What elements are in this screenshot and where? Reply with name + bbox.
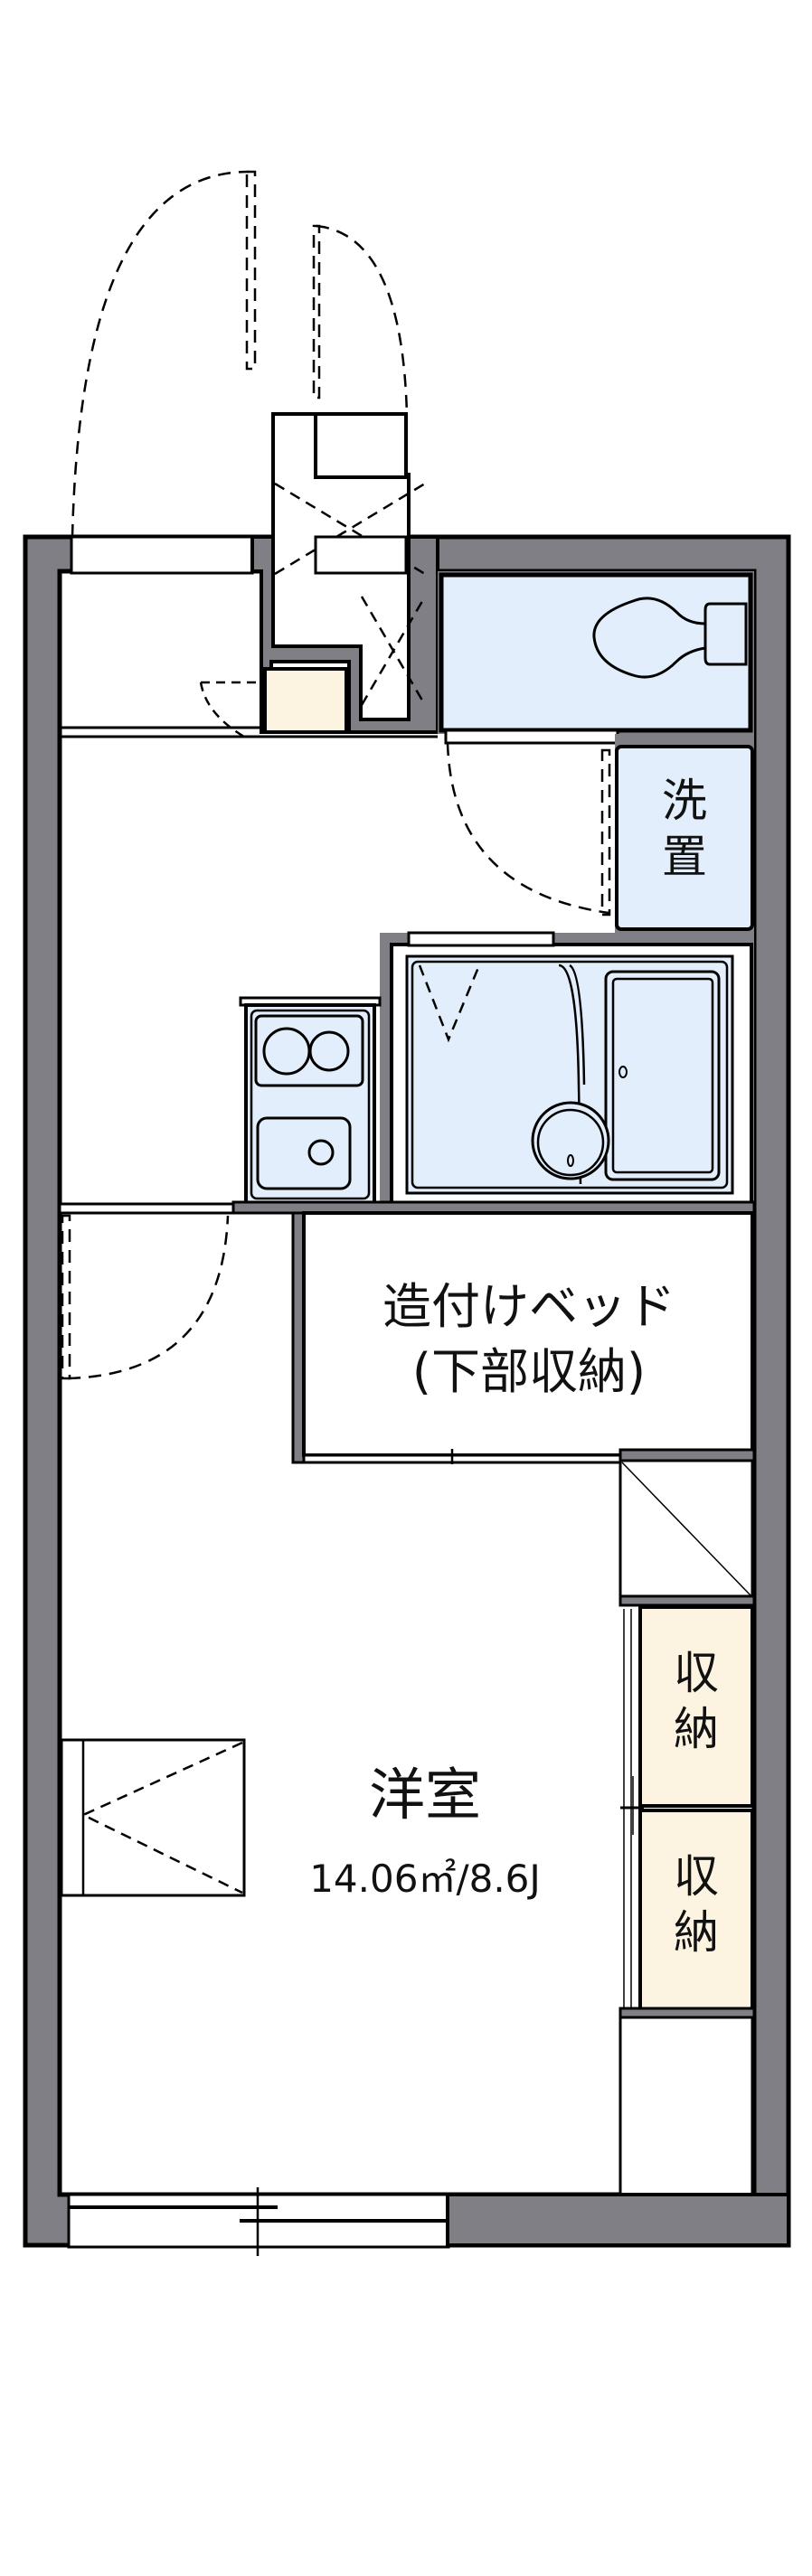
shoe-cabinet [199, 667, 348, 738]
main-room-name: 洋室 [368, 1762, 481, 1828]
closet [618, 1448, 756, 1607]
stove-icon [254, 1014, 364, 1087]
laundry-label-char2: 置 [662, 831, 707, 883]
laundry-label-char1: 洗 [662, 775, 707, 827]
unit-bath [380, 931, 754, 1209]
wash-basin-icon [531, 1101, 610, 1180]
toilet-icon [592, 597, 748, 679]
entry-partitions [250, 224, 439, 734]
laundry-label: 洗 置 [657, 773, 712, 885]
toilet-room [438, 571, 754, 734]
built-in-bed [291, 1211, 754, 1464]
storage-lower-label-char2: 納 [674, 1906, 719, 1959]
storage-lower-label-char1: 収 [674, 1850, 719, 1903]
bathtub-icon [604, 970, 721, 1181]
built-in-bed-label-line1: 造付けベッド [382, 1278, 675, 1335]
storage-upper-label-char1: 収 [674, 1647, 719, 1699]
bottom-closet [618, 2016, 754, 2196]
sliding-window [67, 2187, 790, 2256]
sink-icon [256, 1116, 352, 1190]
window-left [60, 1738, 246, 1897]
main-room-size: 14.06㎡/8.6J [309, 1857, 541, 1901]
toilet-door [444, 729, 619, 917]
entrance-door [70, 170, 257, 575]
kitchen-counter [239, 996, 382, 1206]
storage-upper-label: 収 納 [669, 1645, 723, 1757]
storage-upper-label-char2: 納 [674, 1703, 719, 1755]
built-in-bed-label: 造付けベッド (下部収納) [307, 1274, 751, 1405]
built-in-bed-label-line2: (下部収納) [411, 1343, 647, 1400]
laundry-space [615, 734, 754, 933]
storage-closets [618, 1605, 756, 2019]
storage-lower-label: 収 納 [669, 1848, 723, 1960]
